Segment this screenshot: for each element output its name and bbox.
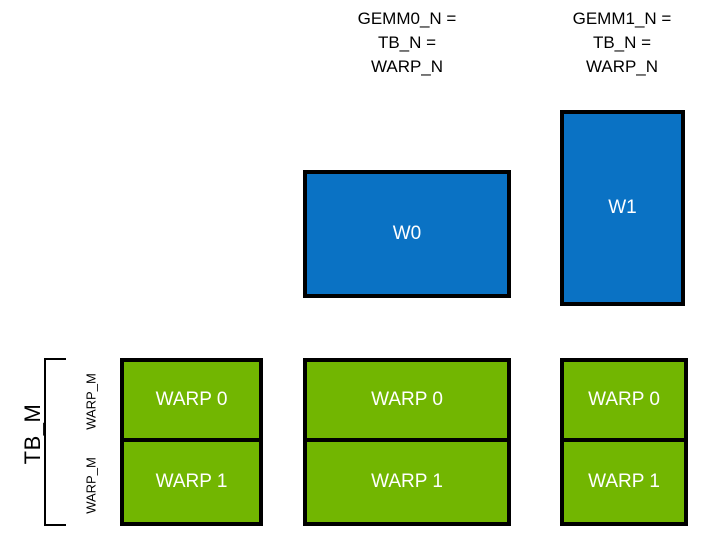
green-column-1: WARP 0 WARP 1 xyxy=(303,358,511,526)
warp-m-label-0: WARP_M xyxy=(83,373,99,430)
green-cell-label: WARP 1 xyxy=(371,471,443,492)
green-column-2: WARP 0 WARP 1 xyxy=(560,358,688,526)
blue-tile-w0: W0 xyxy=(303,170,511,298)
green-cell-col2-warp1: WARP 1 xyxy=(564,442,684,522)
green-cell-label: WARP 0 xyxy=(588,389,660,410)
tb-m-axis-label: TB_M xyxy=(20,403,45,465)
green-cell-col0-warp1: WARP 1 xyxy=(124,442,259,522)
column-header-gemm0: GEMM0_N = TB_N = WARP_N xyxy=(357,9,457,76)
green-cell-col1-warp1: WARP 1 xyxy=(307,442,507,522)
green-column-0: WARP 0 WARP 1 xyxy=(120,358,263,526)
green-cell-label: WARP 0 xyxy=(371,389,443,410)
blue-tile-w1-label: W1 xyxy=(608,197,637,218)
column-header-gemm1: GEMM1_N = TB_N = WARP_N xyxy=(572,9,672,76)
green-cell-label: WARP 1 xyxy=(155,471,228,492)
green-cell-col1-warp0: WARP 0 xyxy=(307,362,507,442)
green-cell-label: WARP 0 xyxy=(155,389,228,410)
blue-tile-w0-label: W0 xyxy=(392,223,422,244)
green-cell-col2-warp0: WARP 0 xyxy=(564,362,684,442)
warp-m-label-1: WARP_M xyxy=(83,457,99,514)
tb-m-brace xyxy=(44,358,66,526)
blue-tile-w1: W1 xyxy=(560,110,685,306)
green-cell-col0-warp0: WARP 0 xyxy=(124,362,259,442)
green-cell-label: WARP 1 xyxy=(588,471,660,492)
